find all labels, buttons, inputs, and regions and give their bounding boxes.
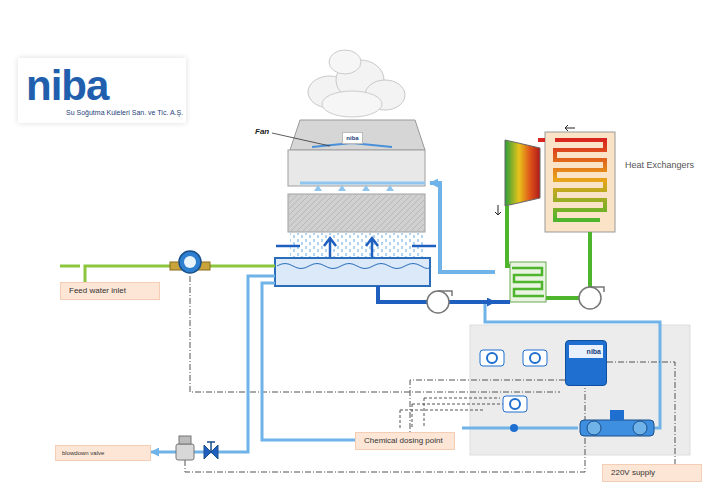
cooling-tower	[277, 264, 431, 269]
steam-cloud	[322, 91, 382, 117]
pump	[579, 287, 601, 309]
water-meter	[179, 251, 201, 273]
pipe-connector	[262, 283, 355, 440]
node-text: Feed water inlet	[69, 286, 151, 296]
pump	[590, 287, 604, 292]
cooling-tower	[275, 120, 436, 286]
heat-exchanger	[505, 140, 540, 206]
heat-exchanger-box: Heat Exchangers	[495, 130, 620, 312]
heat-exchanger	[510, 262, 546, 302]
feed-inlet-tag: Feed water inlet	[60, 282, 160, 300]
pump	[438, 291, 452, 296]
heat-exchanger	[495, 125, 615, 302]
water-meter	[184, 256, 196, 268]
sensor-manifold	[610, 410, 624, 420]
cooling-tower-box: niba	[275, 118, 430, 286]
heat-exchanger	[538, 138, 545, 142]
node-text: Heat Exchangers	[625, 160, 694, 170]
dosing-point-tag: Chemical dosing point	[355, 432, 455, 450]
pump	[427, 291, 449, 313]
control-panel	[470, 325, 690, 455]
steam-cloud	[329, 50, 361, 74]
pipe-connector	[430, 183, 495, 272]
cooling-tower	[300, 182, 425, 185]
control-panel	[190, 276, 560, 392]
sensor-manifold	[510, 424, 518, 432]
node-text: niba	[569, 345, 603, 358]
water-meter	[170, 251, 210, 273]
sensor-manifold	[633, 421, 647, 435]
control-panel	[462, 427, 578, 430]
blowdown-valves	[207, 442, 215, 452]
cooling-tower	[275, 258, 430, 286]
cooling-tower	[290, 120, 425, 150]
cooling-tower	[288, 194, 425, 232]
node-text: niba	[342, 132, 362, 144]
node-text: Su Soğutma Kuleleri San. ve Tic. A.Ş.	[26, 108, 178, 117]
control-panel	[400, 398, 505, 410]
control-panel	[485, 304, 660, 428]
pipe-connector	[607, 362, 675, 464]
dosing-pumps	[503, 396, 527, 412]
heat-exchanger	[495, 205, 501, 215]
pipe-connector	[410, 380, 565, 432]
heat-exchanger	[545, 132, 615, 232]
cooling-tower	[290, 233, 423, 258]
node-text: blowdown valve	[62, 449, 144, 457]
cooling-tower	[288, 194, 425, 232]
heat-exchanger	[512, 268, 544, 296]
controller-box: niba	[565, 340, 607, 386]
pump	[427, 287, 604, 313]
dosing-pumps	[480, 350, 547, 412]
steam-cloud	[308, 50, 405, 117]
dosing-pumps	[487, 353, 497, 363]
dosing-pumps	[480, 350, 504, 366]
blowdown-valves	[176, 436, 218, 460]
dosing-pumps	[523, 350, 547, 366]
sensor-manifold	[587, 421, 601, 435]
blowdown-valves	[176, 444, 194, 460]
heat-exchanger	[555, 140, 605, 220]
node-text: Chemical dosing point	[364, 436, 446, 446]
dosing-pumps	[530, 353, 540, 363]
heat-exchanger	[507, 206, 512, 266]
control-panel	[400, 398, 424, 428]
node-text: niba	[26, 64, 178, 108]
control-panel	[60, 266, 690, 472]
heat-exchanger	[588, 232, 592, 290]
blowdown-valves	[179, 436, 191, 444]
supply-tag: 220V supply	[602, 464, 702, 482]
cooling-tower	[314, 185, 394, 191]
dosing-pumps	[510, 399, 520, 409]
part-label: Fan	[255, 127, 269, 136]
company-logo: nibaSu Soğutma Kuleleri San. ve Tic. A.Ş…	[18, 58, 186, 123]
heat-exchanger	[565, 125, 575, 131]
cooling-tower	[288, 150, 425, 186]
heat-exchanger	[495, 300, 510, 304]
sensor-manifold	[510, 410, 654, 436]
sensor-manifold	[580, 420, 654, 436]
heat-exchanger	[546, 296, 582, 300]
control-panel	[60, 265, 80, 268]
fan-leader	[272, 133, 330, 146]
control-panel	[185, 388, 585, 472]
node-text: 220V supply	[611, 468, 693, 478]
blowdown-tag: blowdown valve	[55, 445, 151, 461]
pipe-connector	[151, 276, 275, 452]
